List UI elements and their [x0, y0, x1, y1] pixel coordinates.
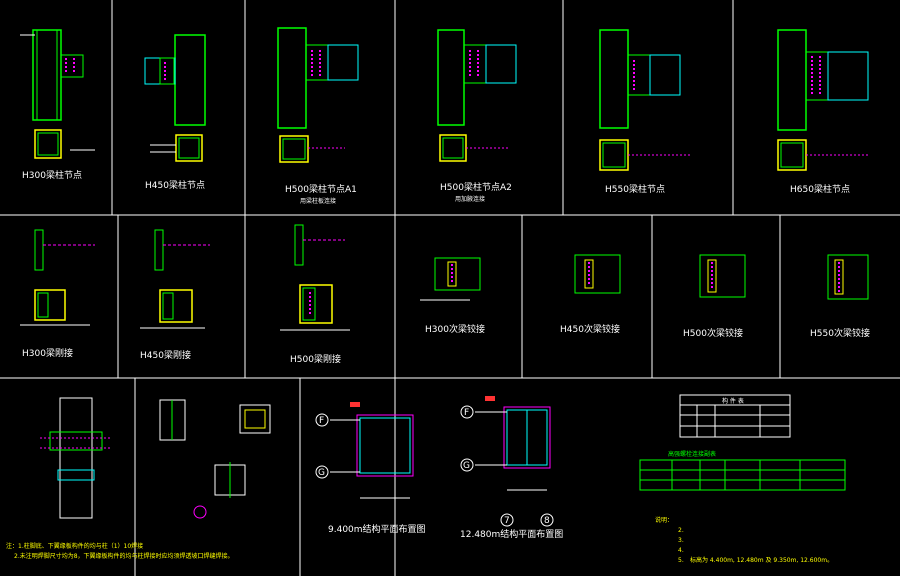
detail-column-base [40, 397, 110, 519]
caption-h500-splice: H500梁刚接 [290, 353, 341, 365]
note-bottom-right-head: 说明： [655, 516, 673, 524]
caption-plan-1248: 12.480m结构平面布置图 [460, 528, 563, 540]
note-bottom-left-2: 2.未注明焊脚尺寸均为8，下翼缘板构件的均与柱焊接时应均须焊透坡口焊缝焊接。 [14, 552, 234, 560]
grid-label-g-1248: G [463, 461, 470, 471]
component-table-title: 构 件 表 [722, 397, 744, 405]
detail-h500-joint-a2 [437, 29, 517, 162]
detail-h500-hinge [699, 254, 746, 298]
grid-label-7: 7 [504, 516, 510, 526]
plan-12480 [460, 396, 554, 527]
detail-h450-splice [140, 229, 210, 329]
caption-h550-hinge: H550次梁铰接 [810, 327, 870, 339]
bolt-table-title: 高强螺栓连接副表 [668, 450, 716, 458]
detail-h300-joint [20, 29, 95, 159]
grid-label-f-1248: F [464, 408, 469, 418]
plan-9400 [315, 402, 414, 499]
caption-h500-joint-a1: H500梁柱节点A1 [285, 183, 357, 195]
detail-h300-hinge [420, 257, 481, 301]
caption-h650-joint: H650梁柱节点 [790, 183, 850, 195]
detail-h450-joint [144, 34, 206, 162]
caption-h550-joint: H550梁柱节点 [605, 183, 665, 195]
caption-h500-hinge: H500次梁铰接 [683, 327, 743, 339]
caption-h300-joint: H300梁柱节点 [22, 169, 82, 181]
subcaption-h500-joint-a1: 用梁柱板连接 [300, 197, 336, 205]
note-bottom-right-4: 4. [678, 547, 684, 554]
caption-h450-splice: H450梁刚接 [140, 349, 191, 361]
detail-h300-splice [20, 229, 95, 326]
caption-h450-joint: H450梁柱节点 [145, 179, 205, 191]
detail-h500-joint-a1 [277, 27, 359, 163]
detail-h550-hinge [827, 254, 869, 300]
note-bottom-right-5: 5. [678, 557, 684, 564]
caption-h450-hinge: H450次梁铰接 [560, 323, 620, 335]
grid-label-g-940: G [318, 468, 325, 478]
caption-h300-splice: H300梁刚接 [22, 347, 73, 359]
note-bottom-left-1: 注：1.柱脚底、下翼缘板构件的均与柱（1）10焊接 [6, 542, 143, 550]
caption-plan-940: 9.400m结构平面布置图 [328, 523, 426, 535]
bolt-table [639, 459, 846, 491]
detail-h450-hinge [574, 254, 621, 294]
detail-h500-splice [280, 224, 350, 331]
grid-label-8: 8 [544, 516, 550, 526]
detail-h550-joint [599, 29, 690, 171]
detail-h650-joint [777, 29, 869, 171]
note-bottom-right-3: 3. [678, 537, 684, 544]
note-bottom-right-5-tail: 标高为 4.400m, 12.480m 及 9.350m, 12.600m。 [690, 556, 833, 564]
subcaption-h500-joint-a2: 用加腋连接 [455, 195, 485, 203]
note-bottom-right-2: 2. [678, 527, 684, 534]
caption-h500-joint-a2: H500梁柱节点A2 [440, 181, 512, 193]
caption-h300-hinge: H300次梁铰接 [425, 323, 485, 335]
detail-small-sections [159, 399, 271, 519]
grid-label-f-940: F [319, 416, 324, 426]
component-table [679, 394, 791, 438]
